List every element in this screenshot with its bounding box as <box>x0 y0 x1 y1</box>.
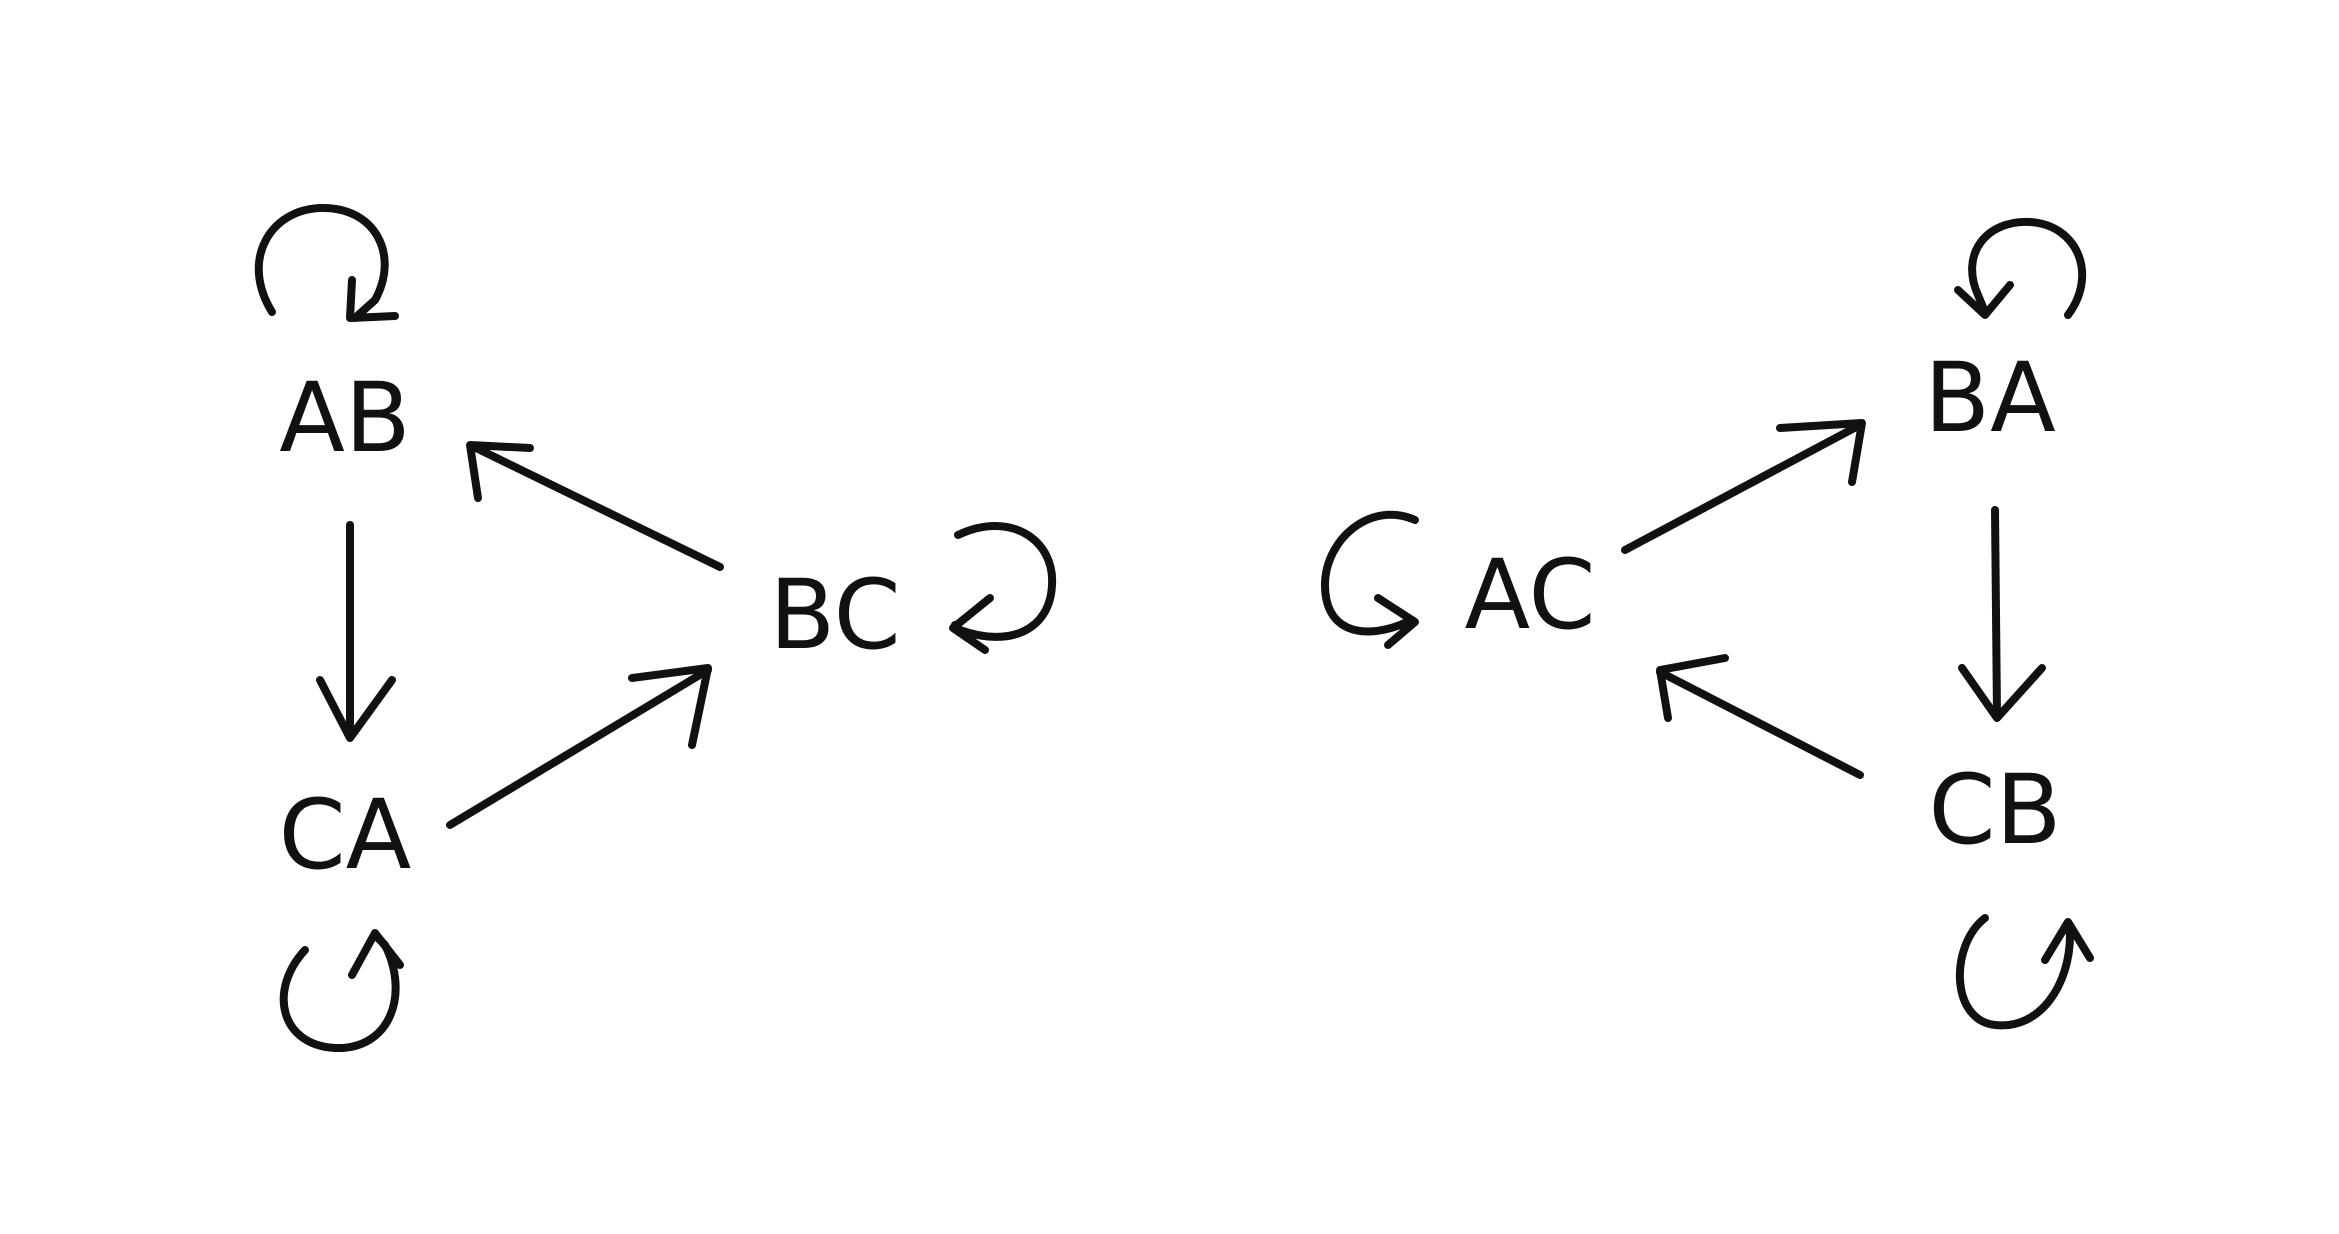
edge-cb-to-ac <box>1656 654 1864 779</box>
edge-ac-to-ba <box>1621 419 1866 554</box>
edge-bc-to-ab <box>466 441 724 571</box>
self-loop-ac <box>1321 510 1419 649</box>
self-loop-ca <box>279 929 404 1053</box>
right-graph: AC BA CB <box>1321 217 2094 1030</box>
node-bc-label: BC <box>769 559 900 671</box>
node-ba-label: BA <box>1924 342 2056 454</box>
node-ac-label: AC <box>1464 539 1595 651</box>
edge-ba-to-cb <box>1958 506 2046 722</box>
node-ab-label: AB <box>279 362 411 474</box>
edge-ca-to-bc <box>446 664 712 829</box>
left-graph: AB BC CA <box>254 203 1057 1053</box>
edge-ab-to-ca <box>316 521 396 742</box>
node-cb-label: CB <box>1929 754 2062 866</box>
node-ca-label: CA <box>279 779 412 891</box>
self-loop-ba <box>1954 217 2087 319</box>
self-loop-cb <box>1955 914 2094 1030</box>
self-loop-ab <box>254 203 399 322</box>
self-loop-bc <box>949 521 1057 654</box>
